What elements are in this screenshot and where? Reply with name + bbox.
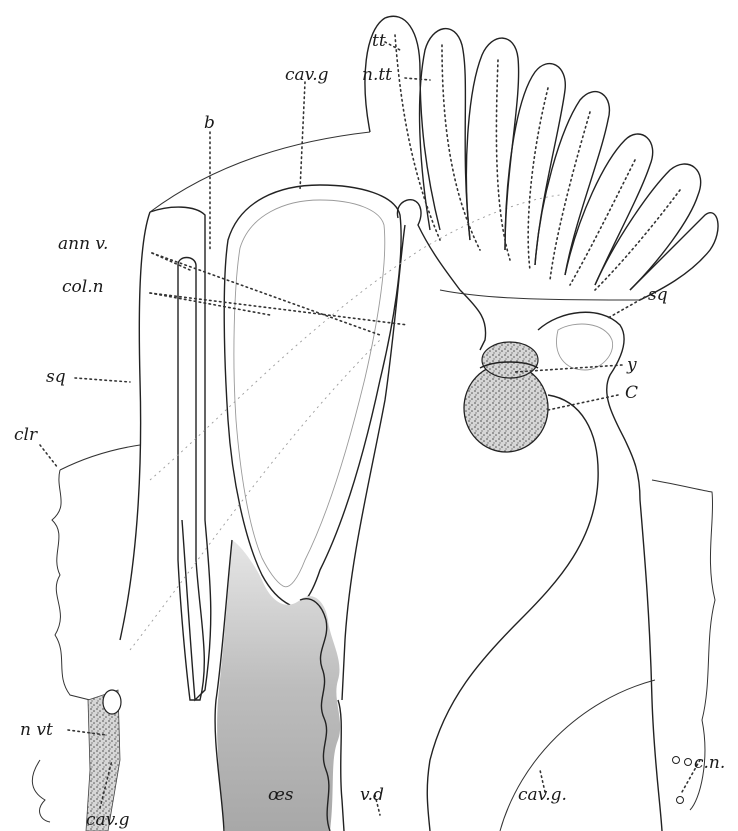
label-oes: œs (268, 785, 294, 805)
label-coln: col.n (62, 277, 104, 297)
tentacle-nerve (595, 190, 680, 290)
tentacle (595, 164, 701, 290)
tentacle-nerve (442, 45, 480, 250)
nerve-trunk-node (103, 690, 121, 714)
right-outer-wall (640, 500, 662, 831)
leader-ntt (405, 78, 430, 80)
tentacle-nerve (395, 35, 440, 240)
cn-marker (673, 757, 680, 764)
leader-annv-2 (152, 253, 380, 335)
label-C: C (625, 383, 638, 403)
right-body-wall (427, 395, 598, 831)
cn-marker (677, 797, 684, 804)
tentacle-nerve (528, 88, 548, 270)
label-vd: v.d (360, 785, 384, 805)
tentacle-base (440, 290, 640, 300)
tentacle (466, 38, 518, 250)
label-tt: tt (372, 31, 386, 51)
label-clr: clr (14, 425, 38, 445)
label-ntt: n.tt (362, 65, 392, 85)
label-cavg-bottom-left: cav.g (86, 810, 130, 830)
collar-frill (52, 470, 90, 700)
label-cavg-bottom-right: cav.g. (518, 785, 567, 805)
lower-right-cavity (500, 680, 655, 831)
lophophore-stalk-right (342, 225, 405, 700)
cn-marker (685, 759, 692, 766)
tentacle (565, 134, 653, 285)
leader-cavg-top (300, 82, 305, 190)
label-sq-left: sq (46, 367, 66, 387)
label-cavg-top: cav.g (285, 65, 329, 85)
tentacle (505, 64, 565, 265)
right-sq-body (538, 312, 640, 500)
label-y: y (626, 355, 637, 375)
leader-sq-left (75, 378, 130, 382)
leader-tt (385, 42, 400, 50)
leader-coln-1 (150, 293, 270, 315)
septum-b (178, 258, 204, 701)
label-cn: c.n. (694, 753, 725, 773)
left-lower-appendage (32, 760, 50, 822)
tentacle-nerve (496, 60, 510, 260)
left-outer-contour (120, 212, 150, 640)
label-annv: ann v. (58, 234, 108, 254)
label-sq-right: sq (648, 285, 668, 305)
label-b: b (204, 113, 215, 133)
ganglion-y (482, 342, 538, 378)
right-sq-inner (557, 324, 613, 370)
label-nvt: n vt (20, 720, 53, 740)
leader-clr (40, 445, 58, 468)
leader-coln-2 (150, 293, 408, 325)
tentacle (630, 213, 718, 300)
central-cavity-inner (234, 200, 385, 587)
collar-frill-outer (60, 445, 140, 470)
tentacle-crown (365, 16, 718, 300)
